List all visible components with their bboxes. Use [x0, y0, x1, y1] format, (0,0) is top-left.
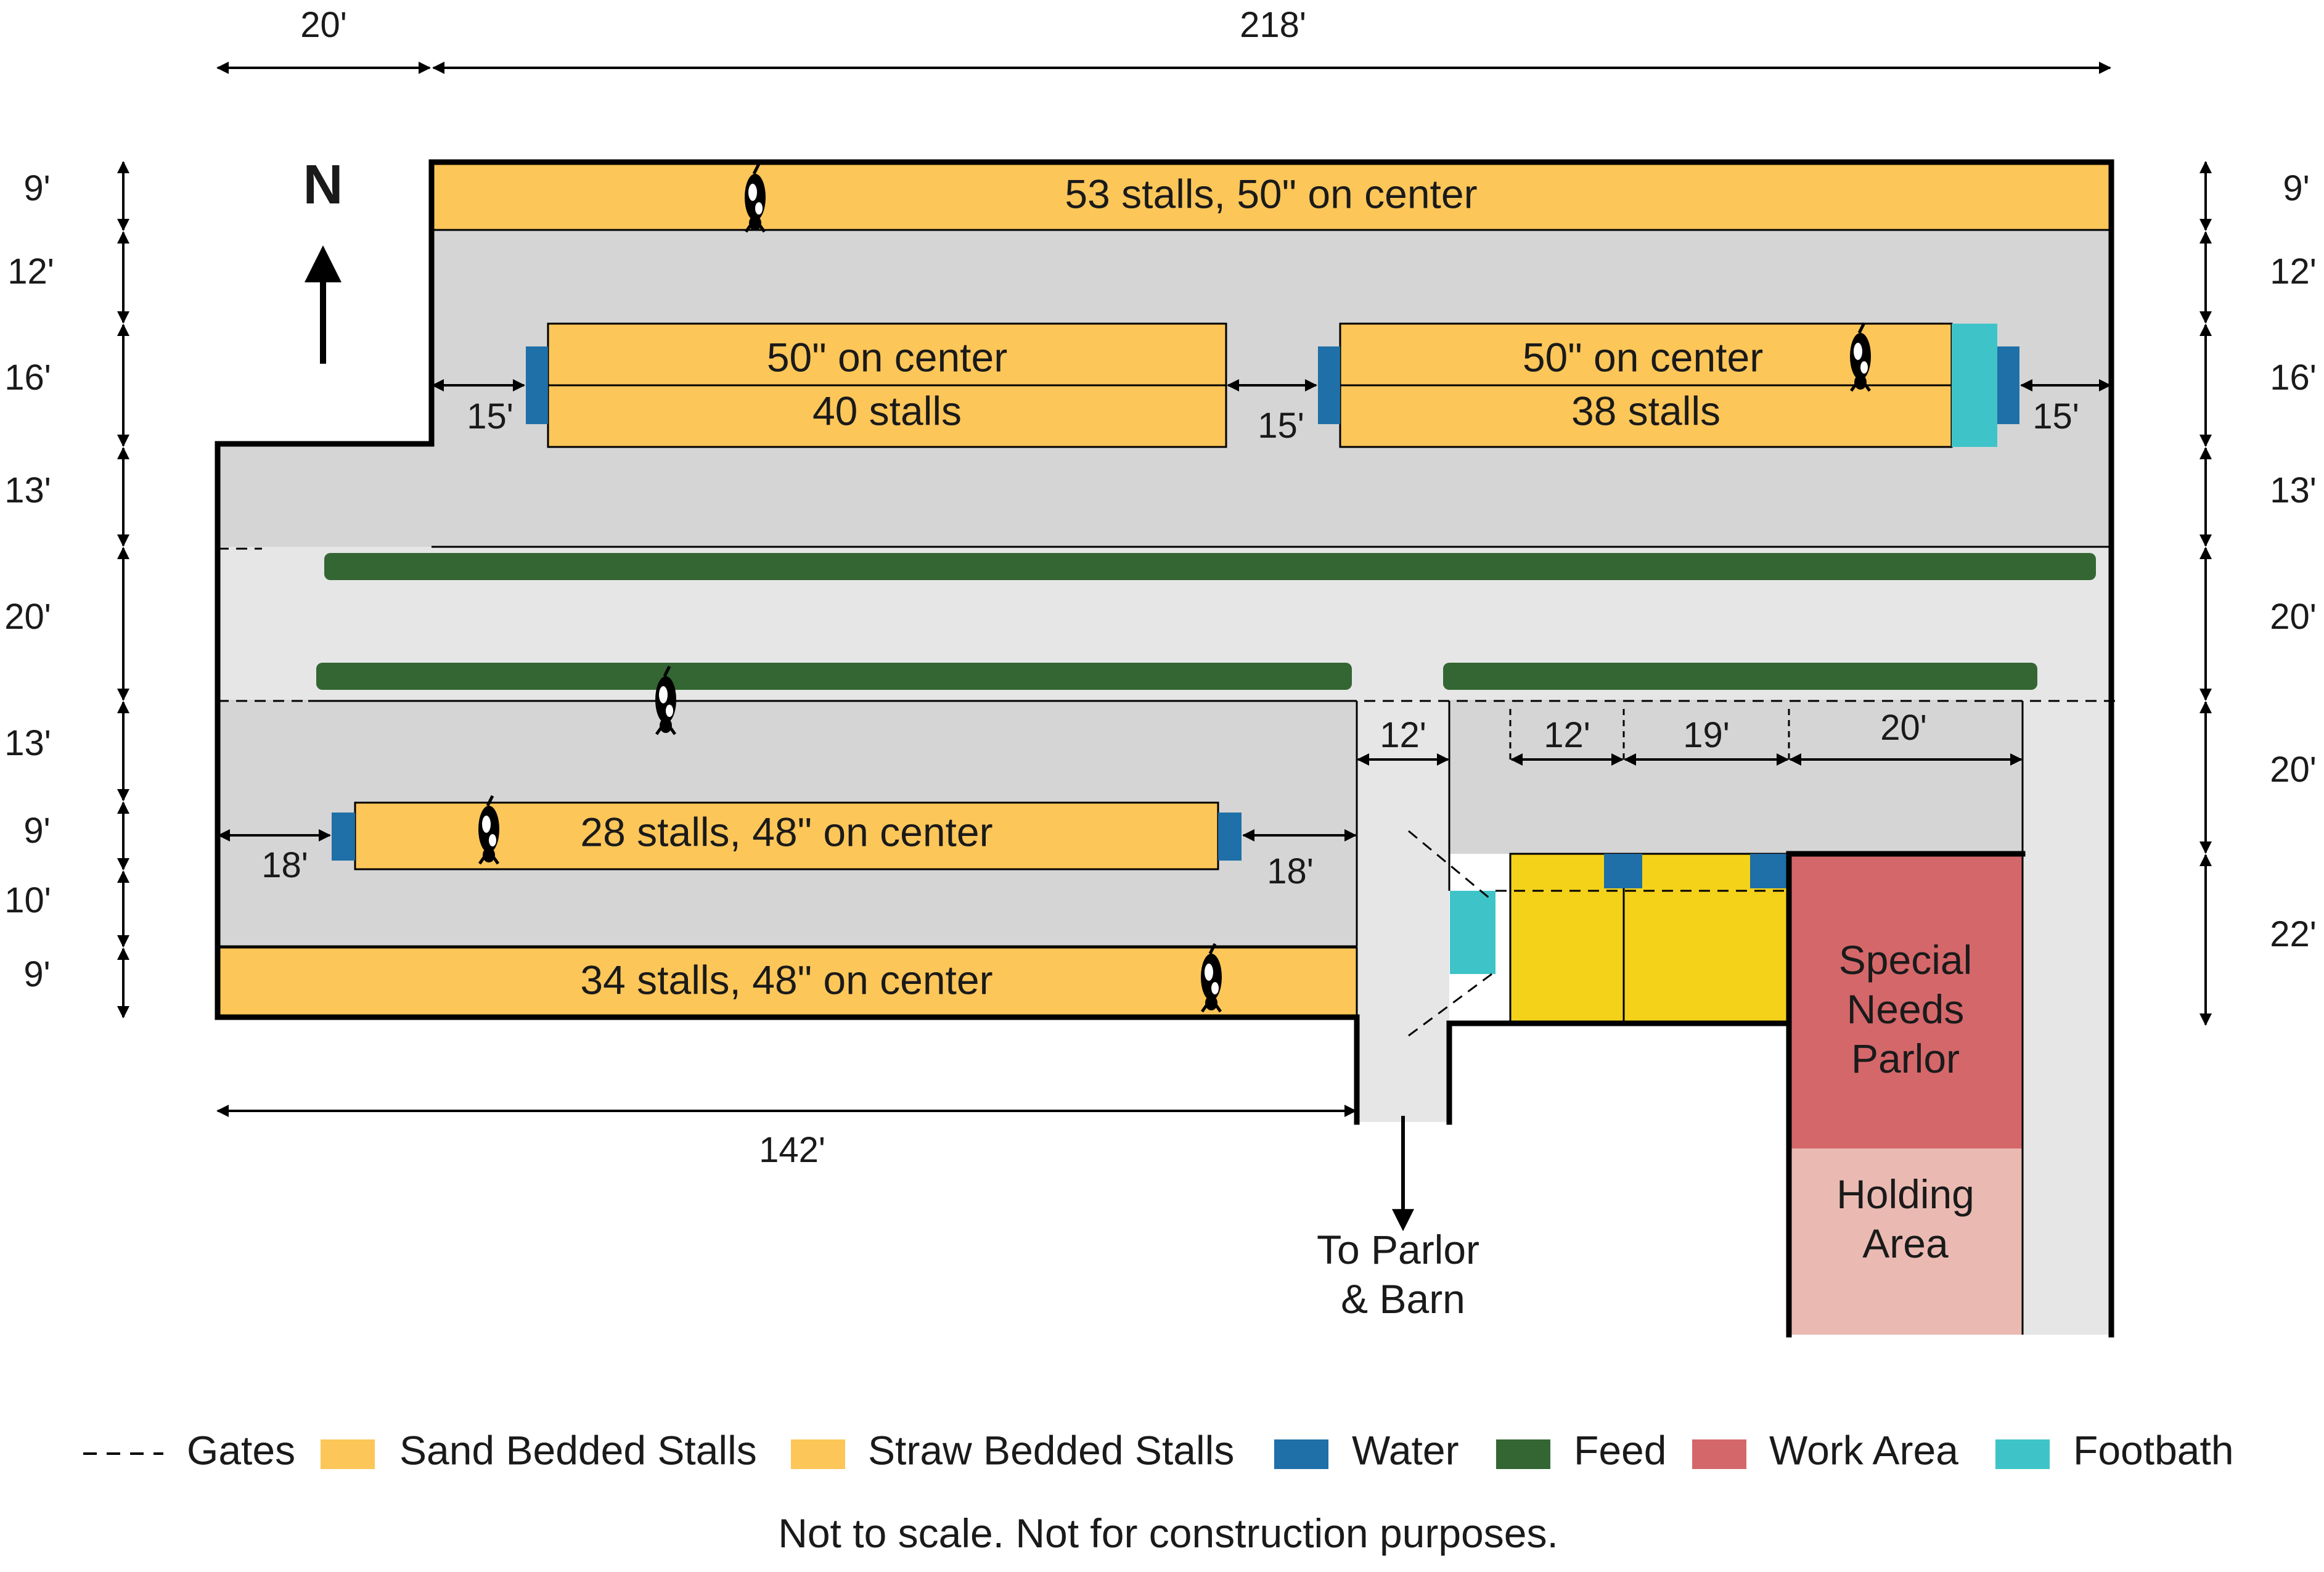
- south-stall-row: [216, 946, 1358, 1017]
- exit-label: & Barn: [1341, 1276, 1465, 1322]
- upper-left-bottom-label: 40 stalls: [812, 388, 962, 433]
- dim-right: 20': [2270, 750, 2317, 790]
- water-trough: [332, 813, 355, 861]
- special-needs-label: Parlor: [1851, 1036, 1960, 1081]
- legend: Gates Sand Bedded Stalls Straw Bedded St…: [83, 1427, 2234, 1473]
- legend-work: Work Area: [1769, 1427, 1958, 1473]
- dim-right: 22': [2270, 914, 2317, 954]
- dim-aisle-18: 18': [1267, 851, 1314, 891]
- dim-left: 13': [4, 470, 51, 510]
- water-trough: [1997, 346, 2019, 424]
- special-needs-parlor: [1789, 854, 2023, 1148]
- holding-label: Holding: [1836, 1171, 1974, 1217]
- dim-top-main: 218': [1240, 5, 1306, 45]
- dim-left: 20': [4, 597, 51, 637]
- water-trough: [1750, 854, 1789, 888]
- footbath: [1952, 324, 1997, 447]
- south-row-label: 34 stalls, 48" on center: [580, 957, 992, 1002]
- dim-left: 13': [4, 723, 51, 763]
- dim-left: 12': [7, 252, 54, 292]
- dimension-arrow-icon: [117, 62, 2212, 1232]
- feed-bunk-south-west: [316, 663, 1352, 690]
- legend-straw: Straw Bedded Stalls: [868, 1427, 1234, 1473]
- straw-pens: [1509, 853, 1790, 1023]
- dim-left: 9': [23, 168, 50, 208]
- dim-chute: 12': [1380, 715, 1426, 755]
- upper-left-top-label: 50" on center: [767, 334, 1007, 380]
- dim-aisle-15: 15': [2032, 396, 2079, 436]
- dim-aisle-15: 15': [1258, 406, 1304, 446]
- upper-right-bottom-label: 38 stalls: [1571, 388, 1720, 433]
- dim-right: 16': [2270, 358, 2317, 398]
- feed-bunk-north: [324, 553, 2096, 580]
- exit-chute: [1357, 700, 1449, 1122]
- exit-label: To Parlor: [1317, 1227, 1479, 1272]
- legend-water-swatch: [1274, 1439, 1328, 1469]
- legend-sand: Sand Bedded Stalls: [399, 1427, 757, 1473]
- dim-bottom-142: 142': [759, 1130, 825, 1170]
- holding-area: [1789, 1148, 2023, 1335]
- water-trough: [1604, 854, 1642, 888]
- upper-right-top-label: 50" on center: [1523, 334, 1763, 380]
- dim-pen: 12': [1544, 715, 1590, 755]
- feed-bunk-south-east: [1443, 663, 2037, 690]
- legend-gates: Gates: [187, 1427, 295, 1473]
- dim-right: 12': [2270, 252, 2317, 292]
- footbath: [1450, 891, 1495, 974]
- dim-top-left: 20': [300, 5, 347, 45]
- water-trough: [526, 346, 548, 424]
- legend-water: Water: [1352, 1427, 1459, 1473]
- legend-feed: Feed: [1574, 1427, 1666, 1473]
- legend-straw-swatch: [791, 1439, 845, 1469]
- dim-pen: 19': [1683, 715, 1730, 755]
- legend-footbath-swatch: [1995, 1439, 2050, 1469]
- dim-left: 16': [4, 358, 51, 398]
- holding-label: Area: [1862, 1221, 1949, 1266]
- pen-alley: [1449, 700, 2023, 854]
- east-alley: [2023, 700, 2111, 1335]
- dim-right: 20': [2270, 597, 2317, 637]
- north-row-label: 53 stalls, 50" on center: [1065, 171, 1477, 216]
- legend-sand-swatch: [321, 1439, 375, 1469]
- dim-left: 9': [23, 811, 50, 851]
- special-needs-label: Special: [1839, 937, 1972, 983]
- water-trough: [1218, 813, 1242, 861]
- legend-feed-swatch: [1496, 1439, 1550, 1469]
- middle-row-label: 28 stalls, 48" on center: [580, 809, 992, 854]
- dim-pen: 20': [1880, 708, 1927, 748]
- dim-left: 9': [23, 954, 50, 994]
- dim-right: 9': [2283, 168, 2309, 208]
- dim-aisle-18: 18': [261, 845, 308, 885]
- dim-right: 13': [2270, 470, 2317, 510]
- middle-stall-row: [354, 801, 1219, 870]
- dim-left: 10': [4, 880, 51, 920]
- water-trough: [1318, 346, 1340, 424]
- upper-alley-west: [218, 444, 433, 549]
- footnote: Not to scale. Not for construction purpo…: [778, 1510, 1558, 1556]
- dim-aisle-15: 15': [467, 396, 513, 436]
- legend-work-swatch: [1692, 1439, 1746, 1469]
- north-label: N: [303, 154, 343, 216]
- barn-walls: [215, 159, 2114, 1338]
- legend-footbath: Footbath: [2073, 1427, 2234, 1473]
- special-needs-label: Needs: [1847, 986, 1965, 1032]
